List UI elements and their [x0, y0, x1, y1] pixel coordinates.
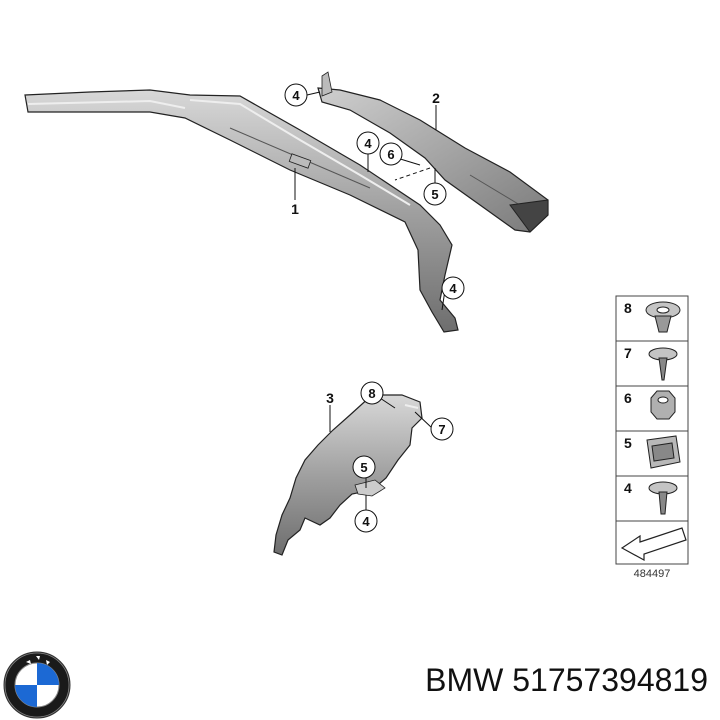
clip-icon — [645, 301, 681, 333]
legend-item-4: 4 — [624, 480, 632, 496]
leader-lines — [294, 91, 446, 510]
legend-item-8: 8 — [624, 300, 632, 316]
callout-mid-5: 5 — [423, 182, 447, 206]
part-3-bracket — [273, 394, 423, 556]
diagram-code: 484497 — [634, 568, 671, 580]
fastener-legend: 8 7 6 5 4 — [615, 295, 689, 580]
svg-text:4: 4 — [449, 281, 457, 296]
legend-item-5: 5 — [624, 435, 632, 451]
callout-mid-6: 6 — [379, 142, 403, 166]
callout-lower-5: 5 — [352, 455, 376, 479]
svg-text:5: 5 — [431, 187, 438, 202]
svg-text:6: 6 — [387, 147, 394, 162]
svg-text:8: 8 — [368, 386, 375, 401]
clip-nut-icon — [646, 435, 681, 469]
part-label-1: 1 — [291, 201, 299, 217]
direction-arrow-icon — [620, 527, 687, 562]
svg-text:5: 5 — [360, 460, 367, 475]
callout-mid-4: 4 — [356, 131, 380, 155]
callout-top-left-4: 4 — [284, 83, 308, 107]
brand-name: BMW — [425, 662, 504, 698]
part-label-2: 2 — [432, 90, 440, 106]
part-1-duct — [24, 89, 459, 333]
callout-lower-8: 8 — [360, 381, 384, 405]
legend-item-6: 6 — [624, 390, 632, 406]
svg-text:4: 4 — [362, 514, 370, 529]
hex-nut-icon — [650, 390, 676, 420]
part-2-duct — [317, 71, 549, 233]
callout-right-4: 4 — [441, 276, 465, 300]
svg-text:7: 7 — [438, 422, 445, 437]
svg-text:4: 4 — [292, 88, 300, 103]
callout-lower-4: 4 — [354, 509, 378, 533]
part-number: 51757394819 — [512, 662, 708, 698]
part-label-3: 3 — [326, 390, 334, 406]
svg-text:4: 4 — [364, 136, 372, 151]
screw-icon — [648, 347, 678, 381]
brand-part-number: BMW 51757394819 — [425, 662, 708, 699]
rivet-icon — [648, 481, 678, 515]
callout-lower-7: 7 — [430, 417, 454, 441]
bmw-logo — [3, 651, 71, 719]
legend-item-7: 7 — [624, 345, 632, 361]
